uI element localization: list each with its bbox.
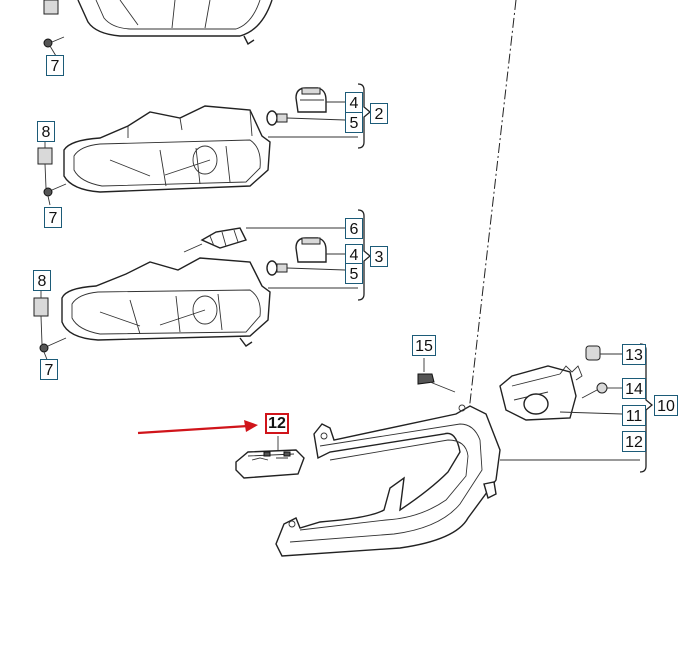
callout-15[interactable]: 15 — [412, 335, 436, 356]
nut-13 — [585, 345, 622, 361]
clip-2 — [33, 297, 49, 317]
screw-14 — [581, 382, 622, 399]
callout-11[interactable]: 11 — [622, 405, 646, 426]
callout-8-upper[interactable]: 8 — [37, 121, 55, 142]
screw-top — [43, 36, 65, 48]
callout-8-lower[interactable]: 8 — [33, 270, 51, 291]
small-bulb-2 — [266, 260, 288, 276]
callout-7-upper[interactable]: 7 — [44, 207, 62, 228]
screw-2 — [39, 343, 49, 353]
fog-lamp-2 — [61, 257, 271, 347]
clip-1 — [37, 147, 53, 165]
callout-7-top[interactable]: 7 — [46, 55, 64, 76]
small-bulb-1 — [266, 110, 288, 126]
callout-4-lower[interactable]: 4 — [345, 244, 363, 265]
callout-3[interactable]: 3 — [370, 246, 388, 267]
h-bulb-6 — [183, 227, 247, 253]
reflector-12 — [235, 436, 305, 479]
screw-1 — [43, 187, 53, 197]
callout-5-lower[interactable]: 5 — [345, 263, 363, 284]
drl-bezel — [275, 404, 501, 557]
bulb-socket-2 — [295, 237, 327, 263]
callout-12-right[interactable]: 12 — [622, 431, 646, 452]
callout-7-lower[interactable]: 7 — [40, 359, 58, 380]
callout-12-highlighted[interactable]: 12 — [265, 413, 289, 434]
fog-lamp-top-partial — [43, 0, 273, 46]
callout-10[interactable]: 10 — [654, 395, 678, 416]
screw-15 — [417, 358, 456, 393]
bulb-socket-1 — [295, 87, 327, 113]
callout-14[interactable]: 14 — [622, 378, 646, 399]
callout-4-upper[interactable]: 4 — [345, 92, 363, 113]
callout-2[interactable]: 2 — [370, 103, 388, 124]
led-module — [499, 365, 583, 421]
fog-lamp-1 — [63, 105, 271, 193]
callout-5-upper[interactable]: 5 — [345, 112, 363, 133]
callout-13[interactable]: 13 — [622, 344, 646, 365]
red-arrow-icon — [137, 420, 258, 435]
callout-6[interactable]: 6 — [345, 218, 363, 239]
